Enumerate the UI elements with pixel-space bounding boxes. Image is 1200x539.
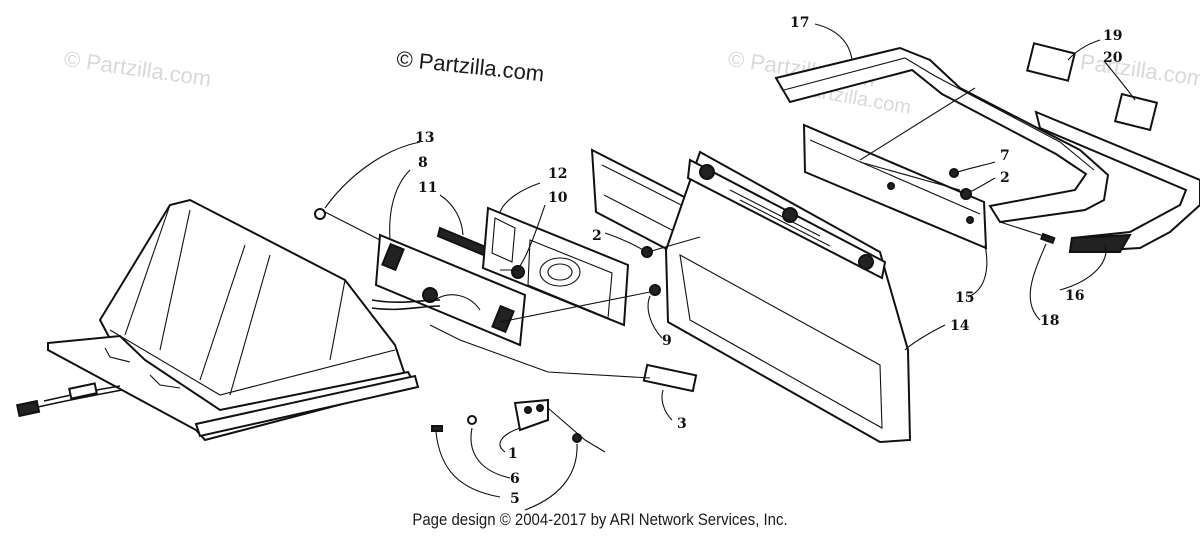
windshield [664, 150, 912, 444]
callout-20: 20 [1103, 50, 1123, 66]
guide-lines [324, 87, 1051, 453]
callout-8: 8 [418, 155, 428, 171]
callout-1: 1 [508, 446, 518, 462]
callout-13: 13 [415, 130, 434, 146]
bulb [511, 265, 525, 279]
callout-10: 10 [548, 190, 568, 206]
page-footer: Page design © 2004-2017 by ARI Network S… [412, 510, 788, 529]
trim-strip [1034, 110, 1200, 254]
reflector [642, 363, 698, 393]
callout-19: 19 [1103, 28, 1122, 44]
callout-12: 12 [548, 166, 567, 182]
lens [481, 206, 630, 327]
callout-18: 18 [1040, 313, 1059, 329]
decal-19 [1026, 42, 1076, 82]
callout-17: 17 [790, 15, 809, 31]
callout-7: 7 [1000, 148, 1010, 164]
callout-6: 6 [510, 471, 520, 487]
hinge-plate [513, 398, 549, 432]
callout-2-right: 2 [1000, 170, 1010, 186]
callout-14: 14 [950, 318, 970, 334]
callouts: 13 8 11 12 10 2 9 3 14 15 7 2 16 18 17 1… [415, 15, 1123, 507]
callout-5: 5 [510, 491, 520, 507]
callout-2-left: 2 [592, 228, 602, 244]
callout-3: 3 [677, 416, 687, 432]
hood-housing [15, 198, 420, 442]
callout-16: 16 [1065, 288, 1084, 304]
decal-20 [1113, 92, 1159, 132]
callout-11: 11 [418, 180, 437, 196]
taillight-housing [371, 233, 527, 347]
callout-9: 9 [662, 333, 672, 349]
callout-15: 15 [955, 290, 974, 306]
leader-lines [324, 23, 1136, 511]
